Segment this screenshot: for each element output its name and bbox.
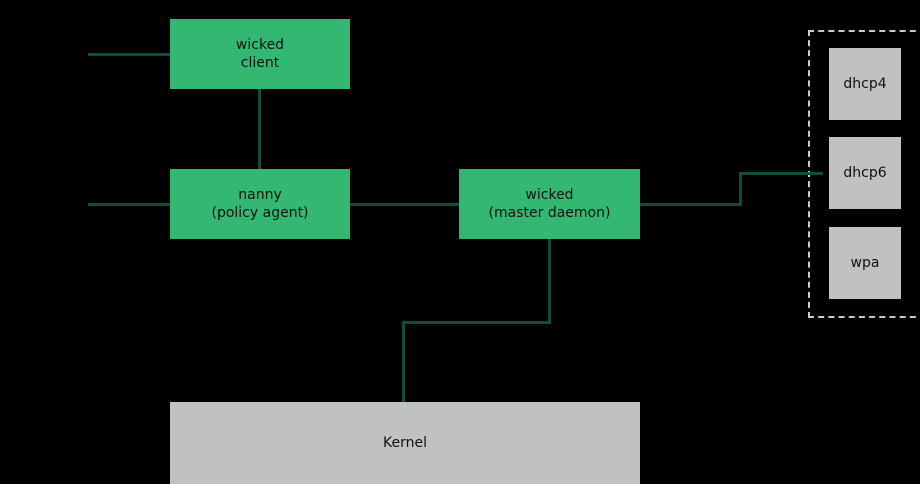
node-wicked-master-daemon[interactable]: wicked (master daemon)	[459, 169, 640, 239]
connector-nanny-left-stub	[88, 203, 171, 206]
node-dhcp4[interactable]: dhcp4	[829, 48, 901, 120]
connector-master-to-kernel-segment-2	[402, 321, 551, 324]
connector-master-to-kernel-segment-3	[402, 321, 405, 403]
node-wpa[interactable]: wpa	[829, 227, 901, 299]
node-kernel-label: Kernel	[383, 434, 427, 451]
node-dhcp6-label: dhcp6	[843, 164, 887, 181]
node-wicked-client[interactable]: wicked client	[170, 19, 350, 89]
connector-nanny-to-master	[350, 203, 460, 206]
connector-master-to-dhcp6-segment-1	[640, 203, 742, 206]
node-wpa-label: wpa	[850, 254, 880, 271]
node-nanny-line2: (policy agent)	[211, 205, 309, 221]
connector-master-to-dhcp6-segment-3	[739, 172, 823, 175]
node-nanny-line1: nanny	[238, 186, 282, 203]
node-nanny[interactable]: nanny (policy agent)	[170, 169, 350, 239]
node-wicked-client-line2: client	[240, 55, 280, 71]
node-kernel[interactable]: Kernel	[170, 402, 640, 484]
connector-master-to-kernel-segment-1	[548, 239, 551, 324]
node-wicked-client-line1: wicked	[235, 36, 285, 53]
node-wicked-master-line2: (master daemon)	[488, 205, 611, 221]
connector-master-to-dhcp6-segment-2	[739, 173, 742, 206]
connector-client-left-stub	[88, 53, 171, 56]
node-dhcp6[interactable]: dhcp6	[829, 137, 901, 209]
node-dhcp4-label: dhcp4	[843, 75, 887, 92]
connector-client-to-nanny	[258, 88, 261, 170]
node-wicked-master-line1: wicked	[525, 186, 574, 203]
